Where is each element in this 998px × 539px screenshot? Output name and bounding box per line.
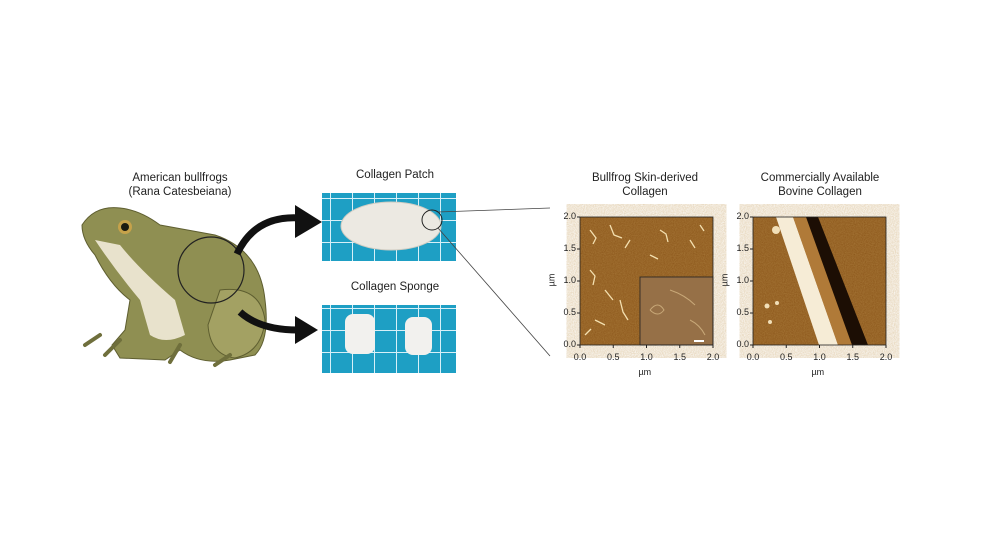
sponge-label: Collagen Sponge [350, 281, 440, 293]
afm2-y-tick: 1.5 [736, 243, 749, 253]
afm2-x-tick: 0.5 [779, 352, 793, 362]
afm2-x-tick: 1.5 [846, 352, 859, 362]
afm-axes [577, 216, 887, 348]
afm1-title-line2: Collagen [622, 186, 668, 198]
afm2-title-line2: Bovine Collagen [778, 186, 862, 198]
afm1-y-tick: 1.5 [563, 243, 576, 253]
afm1-y-unit: µm [546, 273, 557, 287]
afm1-x-unit: µm [638, 367, 652, 377]
afm-image-bovine [752, 216, 887, 346]
afm1-x-tick: 1.0 [640, 352, 653, 362]
afm2-y-tick: 0.0 [736, 339, 749, 349]
afm1-x-tick: 0.5 [606, 352, 620, 362]
patch-label: Collagen Patch [356, 169, 434, 181]
frog-title: American bullfrogs (Rana Catesbeiana) [100, 171, 260, 199]
arrow-to-sponge [237, 309, 318, 344]
afm1-y-tick: 0.5 [563, 307, 576, 317]
collagen-patch-photo [322, 193, 456, 261]
afm1-x-tick: 2.0 [706, 352, 720, 362]
afm2-x-tick: 2.0 [879, 352, 893, 362]
magnify-circle [177, 236, 245, 304]
afm2-title-line1: Commercially Available [760, 172, 880, 184]
afm2-y-tick: 0.5 [736, 307, 749, 317]
afm2-y-tick: 1.0 [736, 275, 749, 285]
afm1-x-tick: 1.5 [673, 352, 686, 362]
afm2-x-tick: 0.0 [746, 352, 760, 362]
arrow-to-patch [233, 205, 322, 256]
frog-illustration [81, 207, 267, 367]
afm-inset [639, 276, 714, 346]
afm1-y-tick: 0.0 [563, 339, 576, 349]
scale-bar [694, 340, 704, 342]
afm-image-bullfrog [579, 216, 714, 346]
frog-title-line: American bullfrogs [132, 172, 228, 184]
afm2-y-unit: µm [719, 273, 730, 287]
afm2-y-tick: 2.0 [736, 211, 749, 221]
collagen-sponge-photo [322, 305, 456, 373]
afm2-x-unit: µm [811, 367, 825, 377]
afm1-x-tick: 0.0 [573, 352, 587, 362]
afm1-y-tick: 2.0 [563, 211, 576, 221]
frog-subtitle: (Rana Catesbeiana) [128, 186, 232, 198]
afm1-y-tick: 1.0 [563, 275, 576, 285]
afm1-title-line1: Bullfrog Skin-derived [591, 172, 699, 184]
afm2-x-tick: 1.0 [813, 352, 826, 362]
